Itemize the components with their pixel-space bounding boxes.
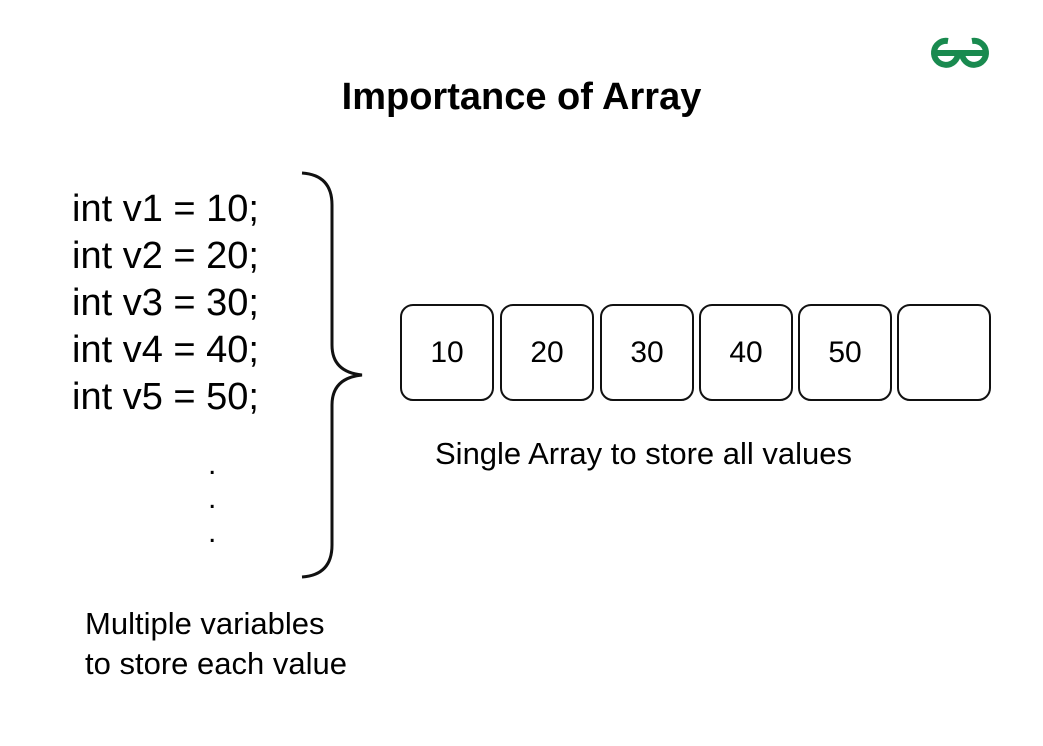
array-cell [897,304,991,401]
dot: . [208,448,217,481]
array-cell: 40 [699,304,793,401]
code-line: int v1 = 10; [72,188,259,230]
code-line: int v5 = 50; [72,376,259,418]
code-line: int v3 = 30; [72,282,259,324]
caption-line: Multiple variables [85,606,325,641]
array-cell: 20 [500,304,594,401]
gfg-logo [931,37,989,68]
caption-line: to store each value [85,646,347,681]
array-cell: 10 [400,304,494,401]
code-line: int v2 = 20; [72,235,259,277]
page-title: Importance of Array [341,76,702,118]
array-cell: 50 [798,304,892,401]
variable-declarations: int v1 = 10; int v2 = 20; int v3 = 30; i… [72,186,259,421]
ellipsis-dots: . . . [208,448,216,550]
code-line: int v4 = 40; [72,329,259,371]
curly-brace [301,171,363,579]
dot: . [208,482,217,515]
array-cell: 30 [600,304,694,401]
array-caption: Single Array to store all values [435,436,852,471]
variables-caption: Multiple variables to store each value [85,604,347,684]
dot: . [208,516,217,549]
